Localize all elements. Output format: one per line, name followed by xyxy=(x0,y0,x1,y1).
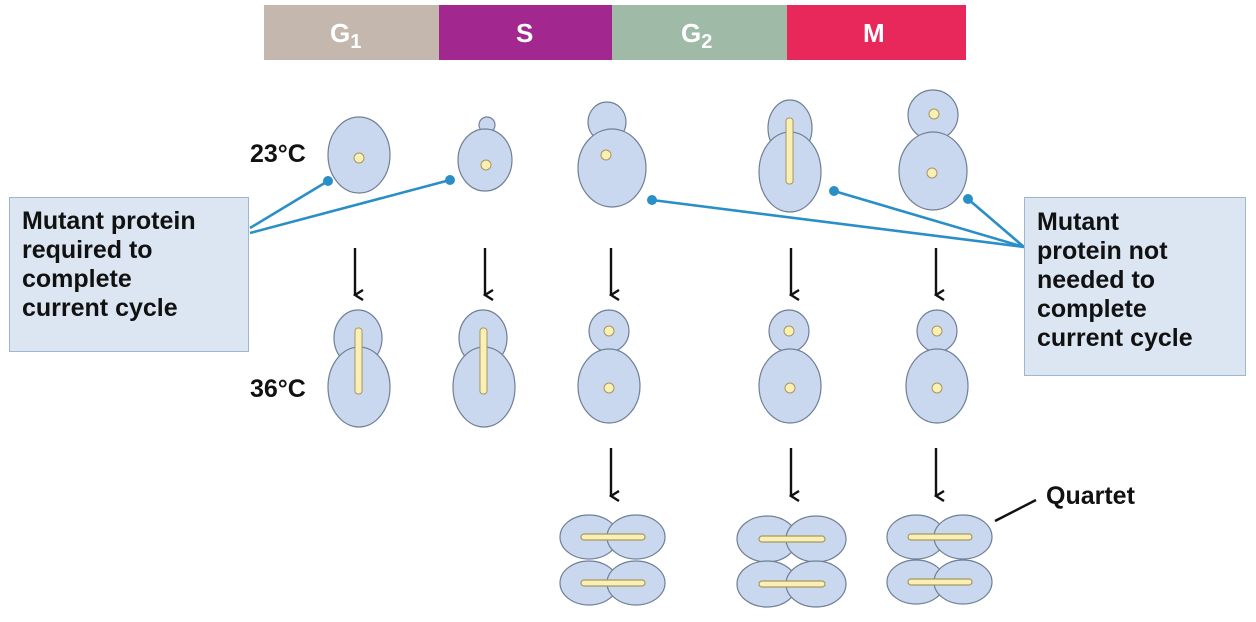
spindle xyxy=(580,579,646,587)
leader-dot xyxy=(963,194,973,204)
spindle xyxy=(907,533,973,541)
quartet-label: Quartet xyxy=(1046,482,1135,510)
phase-m-segment xyxy=(787,5,966,60)
nucleus xyxy=(928,108,940,120)
quartet-g2 xyxy=(559,514,666,606)
nuclei-36c xyxy=(354,325,943,395)
cell-row-36c xyxy=(327,309,969,428)
phase-m-label: M xyxy=(863,18,885,48)
note-required: Mutant protein required to complete curr… xyxy=(9,197,249,352)
cell-row-23c xyxy=(327,89,968,213)
spindle xyxy=(785,117,794,185)
phase-g1-segment xyxy=(264,5,439,60)
phase-g2-label: G2 xyxy=(681,18,712,53)
nucleus xyxy=(600,149,612,161)
nucleus xyxy=(603,382,615,394)
nucleus xyxy=(931,382,943,394)
phase-s-segment xyxy=(439,5,612,60)
quartet-leader xyxy=(994,498,1037,523)
temp-36c-label: 36°C xyxy=(250,375,306,403)
cell-m-late-23c xyxy=(898,89,968,211)
leader-dot xyxy=(445,175,455,185)
quartet-m-early xyxy=(736,515,847,608)
temp-23c-label: 23°C xyxy=(250,140,306,168)
cell-g2-23c xyxy=(577,101,647,208)
leader-dot xyxy=(829,186,839,196)
spindle xyxy=(758,580,826,588)
phase-g1-label: G1 xyxy=(330,18,361,53)
nucleus xyxy=(603,325,615,337)
spindle xyxy=(758,535,826,543)
quartets xyxy=(559,514,993,608)
phase-bar: G1 S G2 M xyxy=(264,5,966,60)
leader-dot xyxy=(323,176,333,186)
quartet-m-late xyxy=(886,514,993,605)
nuclei-23c xyxy=(353,108,940,185)
arrows xyxy=(355,248,936,496)
cell-s-23c xyxy=(457,116,513,192)
spindle xyxy=(907,578,973,586)
spindle xyxy=(479,327,488,395)
nucleus xyxy=(784,382,796,394)
leader-dot xyxy=(647,195,657,205)
note-not-needed: Mutant protein not needed to complete cu… xyxy=(1024,197,1246,376)
spindle xyxy=(580,533,646,541)
leader-lines xyxy=(249,175,1025,249)
nucleus xyxy=(480,159,492,171)
nucleus xyxy=(931,325,943,337)
phase-s-label: S xyxy=(516,18,533,48)
nucleus xyxy=(353,152,365,164)
nucleus xyxy=(926,167,938,179)
spindle xyxy=(354,327,363,395)
nucleus xyxy=(783,325,795,337)
phase-g2-segment xyxy=(612,5,787,60)
